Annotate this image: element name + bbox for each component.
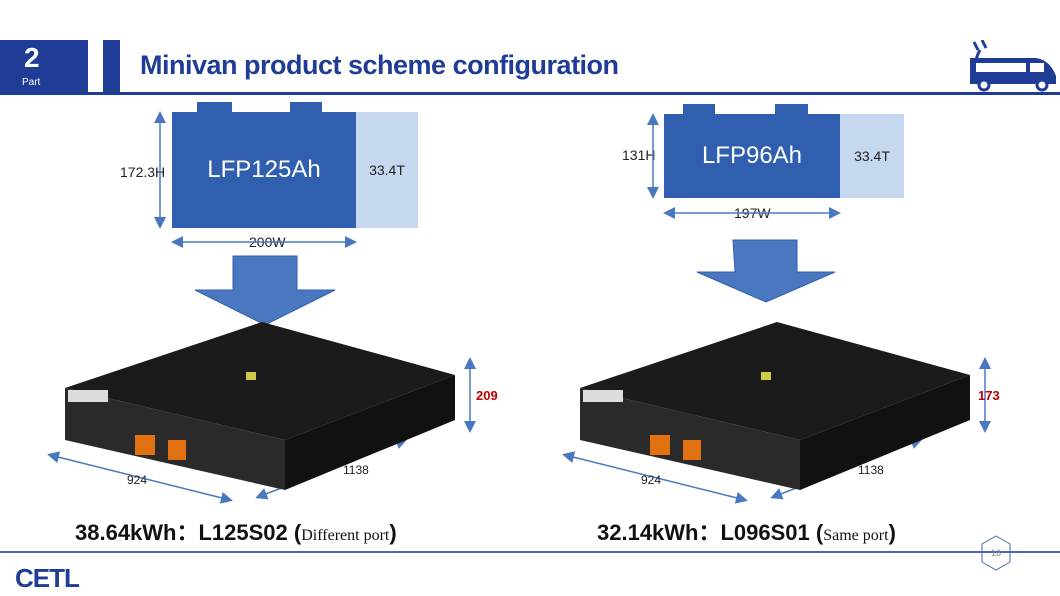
pack-width-label: 924 [641, 473, 662, 487]
pack-length-label: 1138 [858, 463, 884, 477]
page-title: Minivan product scheme configuration [140, 50, 619, 80]
left-caption: 38.64kWh：L125S02 (Different port) [75, 520, 397, 545]
down-arrow [696, 239, 836, 303]
pack-height-label: 173 [978, 388, 1000, 403]
electric-van-icon [970, 40, 1056, 92]
pack-length-label: 1138 [343, 463, 369, 477]
part-number: 2 [24, 42, 40, 73]
right-caption: 32.14kWh：L096S01 (Same port) [597, 520, 896, 545]
cell-terminal [197, 102, 232, 114]
pack-height-label: 209 [476, 388, 498, 403]
part-badge: 2 Part [0, 40, 88, 93]
header-bar [103, 40, 120, 93]
cell-lfp125ah: LFP125Ah [172, 112, 356, 228]
cell-thickness: 33.4T [840, 114, 904, 198]
page-badge [981, 535, 1011, 571]
cell-terminal [683, 104, 715, 116]
battery-pack-right [580, 322, 970, 490]
header-divider [0, 92, 1060, 95]
pack-width-label: 924 [127, 473, 148, 487]
cell-height-label: 172.3H [120, 164, 166, 180]
cell-terminal [290, 102, 322, 114]
cell-terminal [775, 104, 808, 116]
cell-thickness: 33.4T [356, 112, 418, 228]
footer-divider [0, 551, 1060, 553]
cetl-logo: CETL [15, 563, 80, 593]
page-number: 16 [990, 548, 1001, 558]
cell-lfp96ah: LFP96Ah [664, 114, 840, 198]
battery-pack-left [65, 322, 455, 490]
part-label: Part [22, 77, 41, 88]
down-arrow [194, 255, 336, 326]
